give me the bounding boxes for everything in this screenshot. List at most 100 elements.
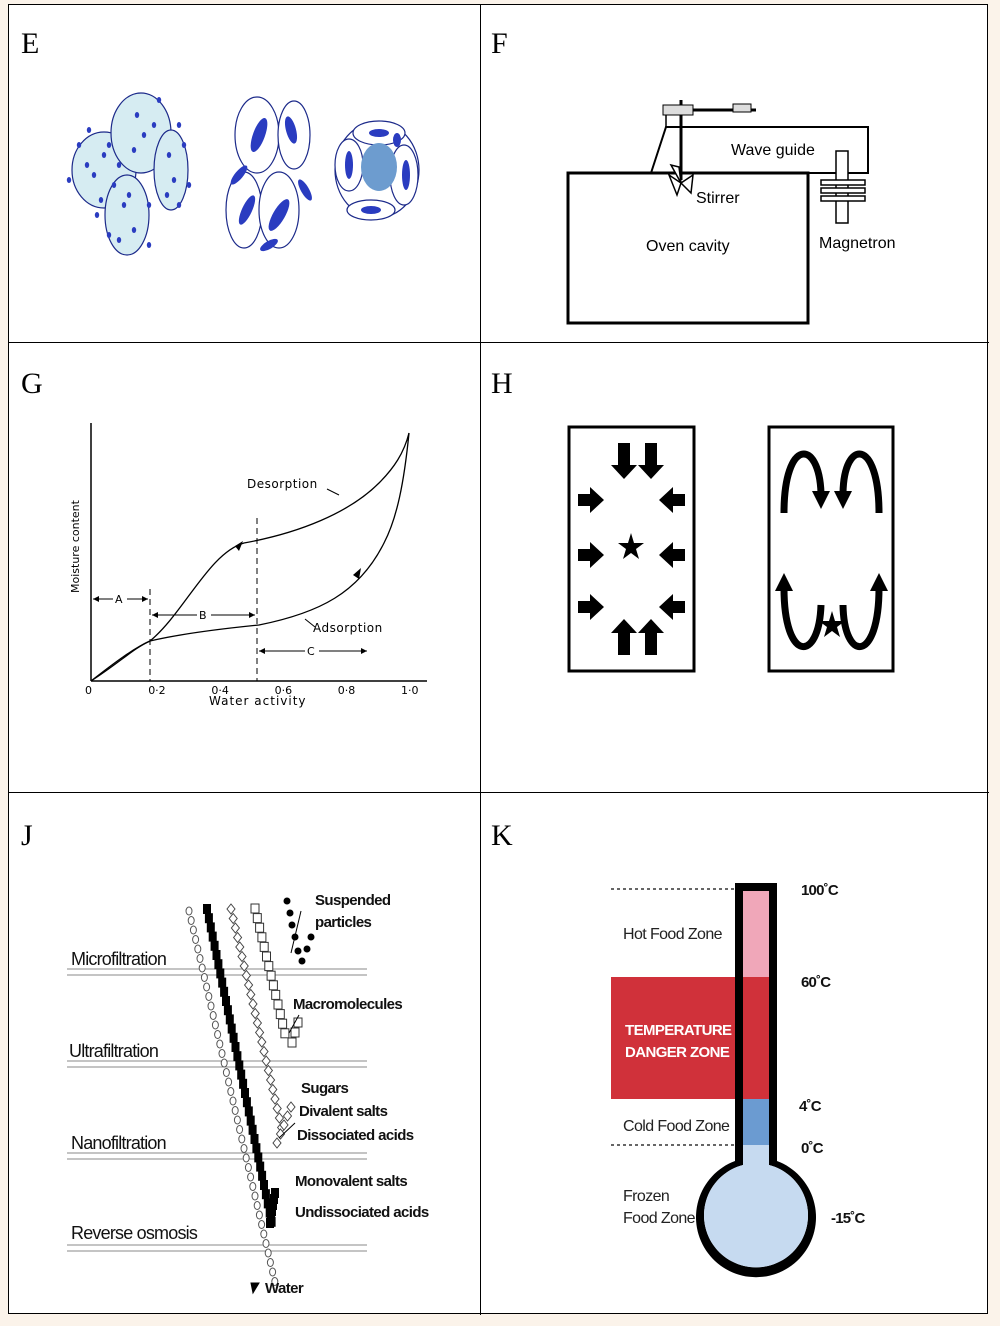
marker-sq xyxy=(237,1069,246,1080)
marker-sq xyxy=(214,959,223,970)
stirrer-blades xyxy=(667,163,694,198)
label-water: Water xyxy=(265,1280,304,1297)
x-axis-label: Water activity xyxy=(209,694,307,708)
label-particles: particles xyxy=(315,914,372,931)
marker-sq xyxy=(250,1134,259,1144)
adsorption-arrow xyxy=(353,568,361,579)
membrane-filtration-diagram: Microfiltration Ultrafiltration Nanofilt… xyxy=(67,892,430,1297)
cell-dot xyxy=(171,177,177,183)
marker-o xyxy=(238,1134,246,1144)
marker-osq xyxy=(266,970,276,981)
cell-group-1 xyxy=(71,92,189,256)
marker-sq xyxy=(225,1014,234,1025)
marker-dot xyxy=(288,921,296,929)
temp-4: 4˚C xyxy=(799,1098,822,1115)
marker-o xyxy=(189,925,197,935)
marker-sq xyxy=(263,1198,272,1209)
panel-k: K 100˚C 60˚C 4˚C 0˚C -15˚C xyxy=(481,793,989,1315)
marker-o xyxy=(262,1239,270,1248)
panel-e: E xyxy=(9,5,481,343)
cell-nuclei-3 xyxy=(345,129,410,214)
convection-arrows xyxy=(780,450,883,650)
thermometer xyxy=(696,883,816,1278)
marker-sq xyxy=(260,1180,268,1190)
adsorption-curve xyxy=(90,432,410,682)
cell-dot xyxy=(181,142,187,148)
level-labels: Microfiltration Ultrafiltration Nanofilt… xyxy=(69,949,199,1243)
marker-o xyxy=(231,1106,239,1115)
marker-o xyxy=(251,1191,259,1201)
marker-osq xyxy=(255,922,265,933)
marker-dia xyxy=(270,1093,280,1105)
marker-sq xyxy=(252,1143,261,1154)
marker-o xyxy=(192,935,200,944)
marker-dia xyxy=(274,1112,285,1124)
marker-osq xyxy=(264,961,274,972)
marker-dia xyxy=(235,941,245,953)
conduction-arrows xyxy=(578,443,685,655)
x-tick-label: 1·0 xyxy=(401,684,419,697)
marker-osq xyxy=(287,1037,297,1048)
marker-o xyxy=(258,1220,266,1229)
marker-sq xyxy=(235,1060,244,1071)
level-microfiltration: Microfiltration xyxy=(71,949,166,969)
zone-a-label: A xyxy=(115,593,123,606)
marker-o xyxy=(211,1020,219,1030)
marker-dia xyxy=(282,1110,293,1122)
oven-cavity-label: Oven cavity xyxy=(646,238,730,255)
marker-dia xyxy=(250,1007,260,1020)
danger-zone-label-1: TEMPERATURE xyxy=(625,1022,732,1039)
marker-sq xyxy=(256,1161,265,1172)
panel-letter-f: F xyxy=(491,27,508,60)
marker-o xyxy=(187,916,195,925)
marker-o xyxy=(194,944,202,954)
marker-sq xyxy=(242,1097,251,1108)
marker-o xyxy=(209,1011,217,1020)
cell-dot xyxy=(66,177,72,183)
marker-o xyxy=(227,1087,235,1096)
cell-dot xyxy=(146,242,152,248)
marker-dia xyxy=(230,922,241,934)
marker-o xyxy=(216,1039,224,1049)
cell-dot xyxy=(91,172,97,178)
marker-sq xyxy=(229,1032,238,1043)
marker-dia xyxy=(226,903,236,915)
cell-dot xyxy=(106,142,112,148)
marker-dia xyxy=(286,1101,296,1113)
marker-sq xyxy=(231,1042,240,1052)
cell-nuclei-2 xyxy=(230,116,312,252)
danger-zone-band xyxy=(611,977,739,1099)
marker-dot xyxy=(294,947,302,955)
label-monovalent: Monovalent salts xyxy=(295,1173,407,1190)
level-reverse-osmosis: Reverse osmosis xyxy=(71,1223,198,1243)
marker-o xyxy=(225,1077,233,1087)
desorption-label: Desorption xyxy=(247,477,318,491)
cell-dot xyxy=(186,182,192,188)
oven-cavity-box xyxy=(566,171,810,325)
marker-osq xyxy=(271,989,281,1000)
temp-100: 100˚C xyxy=(801,882,839,899)
adsorption-label: Adsorption xyxy=(313,621,383,635)
cell-drawing xyxy=(66,92,420,256)
cell-dot xyxy=(141,132,147,138)
marker-sq xyxy=(223,1005,232,1016)
cell-dot xyxy=(134,112,140,118)
temp-0: 0˚C xyxy=(801,1140,824,1157)
marker-osq xyxy=(257,932,267,943)
panel-h: H xyxy=(481,343,989,793)
panel-j: J Microfiltration Ultrafiltration Nanofi… xyxy=(9,793,481,1315)
marker-sq xyxy=(271,1188,279,1198)
label-dissociated: Dissociated acids xyxy=(297,1127,414,1144)
marker-dia xyxy=(261,1055,271,1067)
marker-dia xyxy=(228,912,238,925)
label-macromolecules: Macromolecules xyxy=(293,996,402,1013)
marker-dia xyxy=(268,1083,278,1096)
panel-letter-g: G xyxy=(21,367,43,400)
panel-f: F Wave guide Stirrer Oven cavity xyxy=(481,5,989,343)
marker-o xyxy=(185,906,193,916)
cell-dot xyxy=(84,162,90,168)
marker-sq xyxy=(210,940,219,951)
marker-sq xyxy=(206,922,215,933)
marker-o xyxy=(236,1125,244,1134)
